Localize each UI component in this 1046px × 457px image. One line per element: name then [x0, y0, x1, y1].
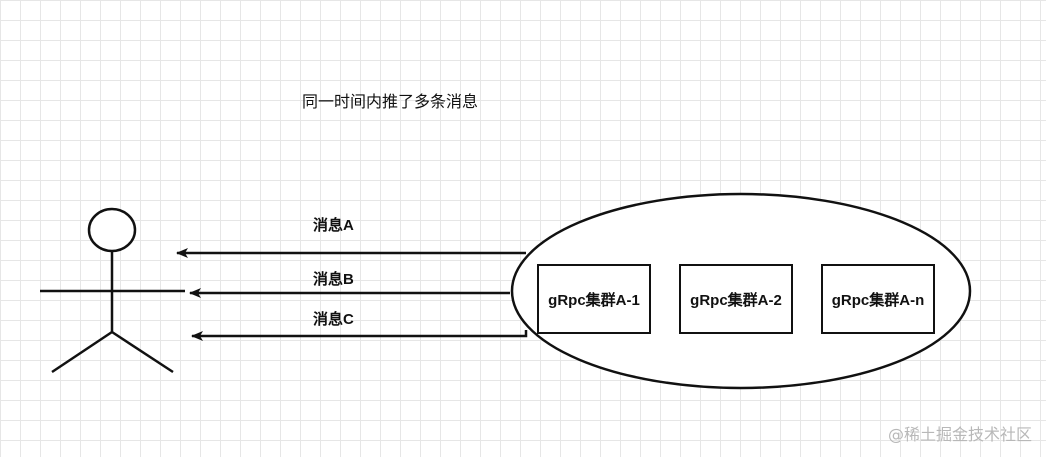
user-stick-figure — [40, 207, 185, 374]
user-left-leg — [51, 330, 113, 374]
message-a-label: 消息A — [313, 217, 354, 234]
message-c-arrow — [191, 330, 528, 341]
grpc-node-box-1: gRpc集群A-1 — [537, 264, 651, 334]
message-c-label: 消息C — [313, 311, 354, 328]
watermark: @稀土掘金技术社区 — [887, 425, 1032, 444]
message-b-label: 消息B — [313, 271, 354, 288]
grpc-node-box-2: gRpc集群A-2 — [679, 264, 793, 334]
user-head — [87, 207, 137, 253]
diagram-title: 同一时间内推了多条消息 — [302, 94, 479, 111]
user-right-leg — [111, 330, 174, 374]
grpc-node-box-n: gRpc集群A-n — [821, 264, 935, 334]
